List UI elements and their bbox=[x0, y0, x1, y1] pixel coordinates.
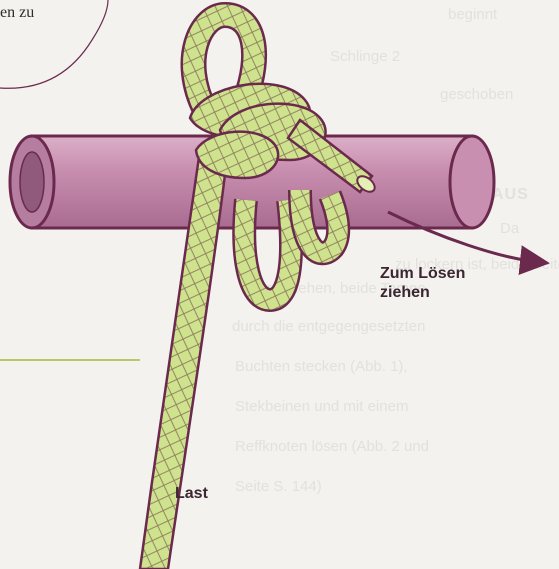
corner-arc bbox=[0, 0, 108, 88]
load-label: Last bbox=[175, 484, 208, 503]
release-label-line1: Zum Lösen bbox=[380, 264, 465, 283]
release-label-line2: ziehen bbox=[380, 283, 465, 302]
release-label: Zum Lösen ziehen bbox=[380, 264, 465, 302]
